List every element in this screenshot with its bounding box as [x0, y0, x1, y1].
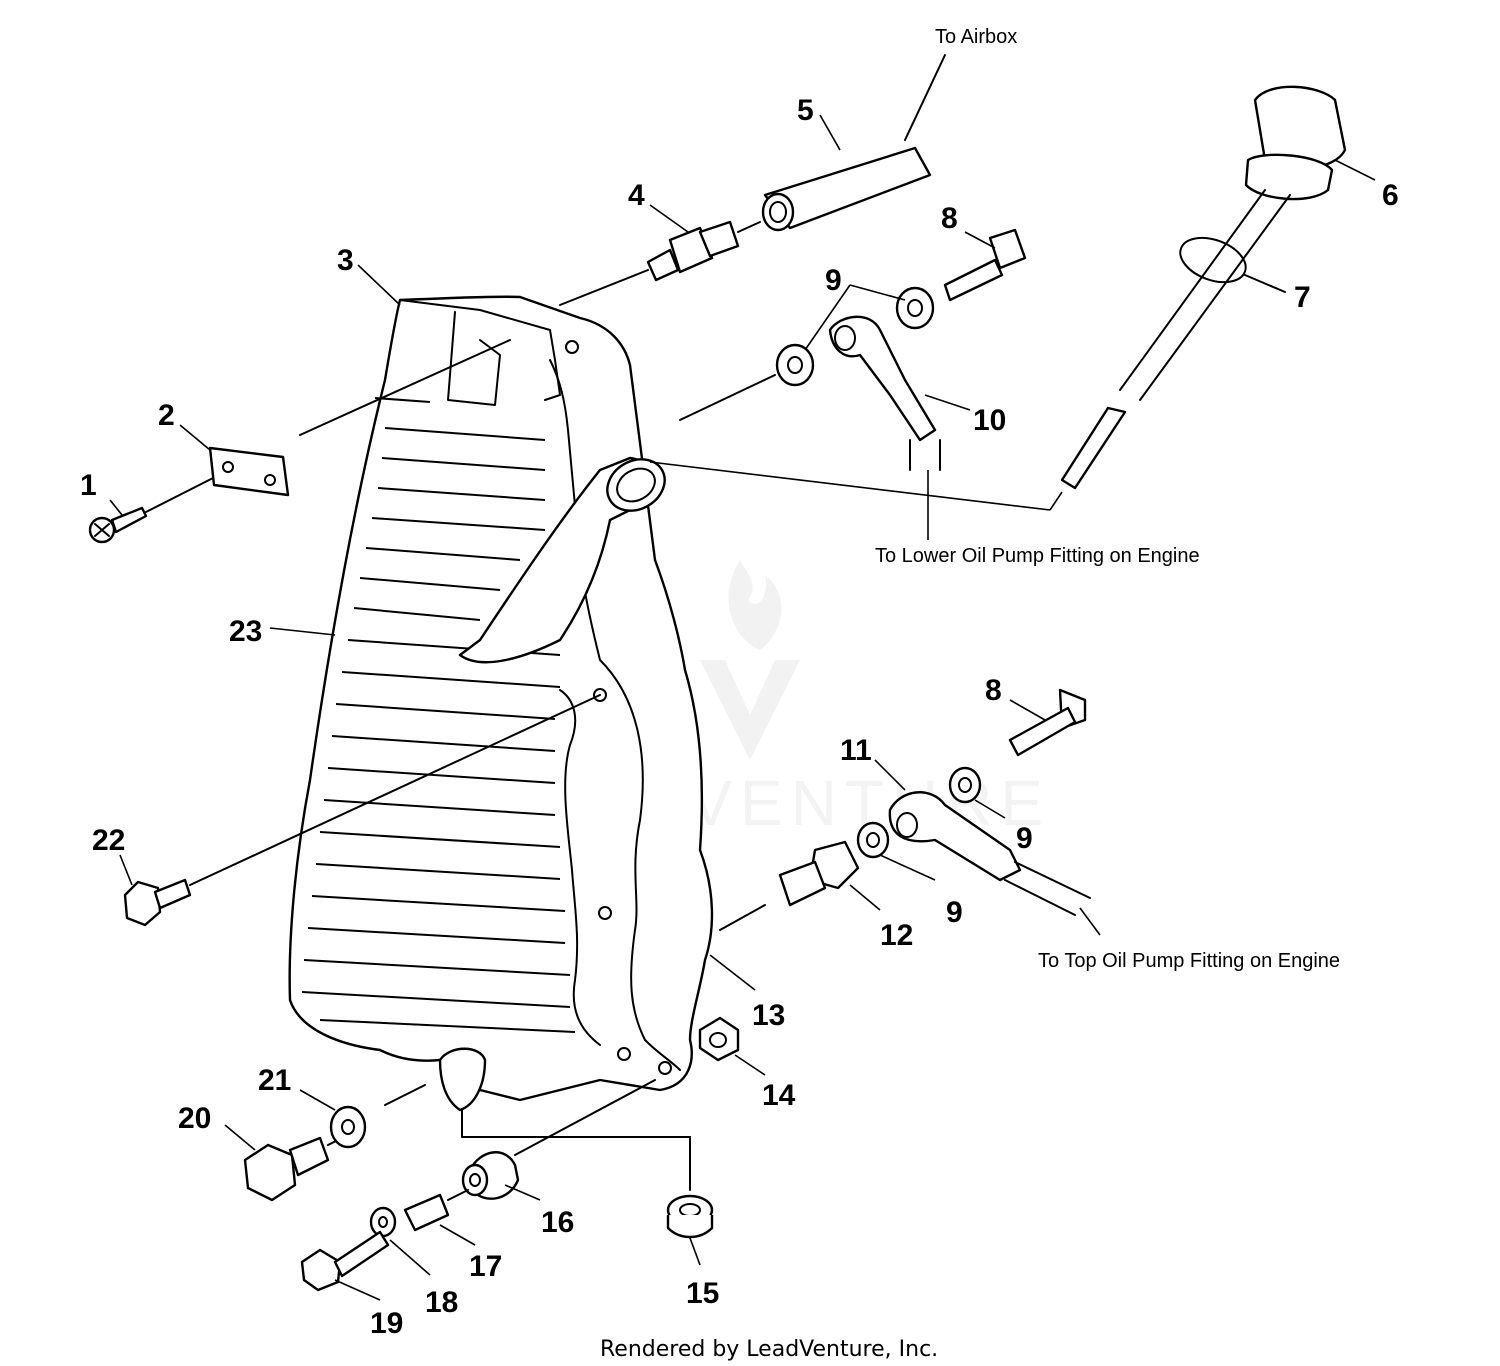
callout-6: 6 [1382, 179, 1399, 212]
banjo-fitting-part-11 [888, 791, 1091, 916]
washer-part-9-b [775, 343, 815, 387]
oil-tank [288, 295, 714, 1112]
callout-14: 14 [762, 1079, 796, 1112]
callout-9-lower-right: 9 [1016, 822, 1033, 855]
callout-17: 17 [469, 1250, 502, 1283]
grommet-part-15 [461, 1109, 714, 1239]
note-to-lower-oil-pump: To Lower Oil Pump Fitting on Engine [875, 545, 1200, 567]
note-to-airbox: To Airbox [935, 26, 1017, 48]
callout-5: 5 [797, 94, 814, 127]
bracket-part-2 [208, 446, 290, 497]
callout-7: 7 [1294, 281, 1311, 314]
filler-neck [458, 456, 666, 664]
callout-12: 12 [880, 919, 913, 952]
bushing-part-16 [461, 1079, 656, 1200]
callout-19: 19 [370, 1307, 403, 1340]
callout-11: 11 [840, 734, 872, 767]
tank-cooling-ribs [301, 397, 576, 1033]
bolt-part-8-lower [1008, 688, 1087, 757]
callout-13: 13 [752, 999, 785, 1032]
bolt-part-22 [123, 694, 601, 927]
washer-part-18 [369, 1206, 397, 1238]
nut-part-14 [698, 1016, 740, 1062]
washer-part-9-c [948, 766, 982, 804]
callout-9-upper: 9 [825, 264, 842, 297]
screw-part-1 [88, 476, 216, 544]
callout-15: 15 [686, 1277, 719, 1310]
washer-part-9-a [895, 286, 935, 330]
bolt-part-19 [300, 1230, 390, 1292]
callout-3: 3 [337, 244, 354, 277]
callout-20: 20 [178, 1102, 211, 1135]
vent-fitting-part-4 [559, 220, 761, 306]
callout-8-lower: 8 [985, 674, 1002, 707]
callout-4: 4 [628, 179, 645, 212]
dipstick-part-6 [1060, 85, 1347, 490]
callout-18: 18 [425, 1286, 458, 1319]
sensor-part-12 [719, 840, 860, 931]
callout-9-lower: 9 [946, 896, 963, 929]
callout-21: 21 [258, 1064, 291, 1097]
note-to-top-oil-pump: To Top Oil Pump Fitting on Engine [1038, 950, 1340, 972]
sleeve-part-17 [403, 1193, 450, 1232]
callout-16: 16 [541, 1206, 574, 1239]
o-ring-part-7 [1179, 236, 1247, 284]
bolt-part-8-upper [943, 228, 1027, 302]
callout-1: 1 [80, 469, 97, 502]
callout-8-upper: 8 [941, 202, 958, 235]
banjo-fitting-part-10 [828, 315, 941, 471]
drain-bolt-part-20 [243, 1136, 339, 1202]
washer-part-21 [329, 1105, 367, 1149]
vent-hose-part-5 [761, 54, 946, 232]
callout-23: 23 [229, 615, 262, 648]
washer-part-9-d [856, 821, 890, 859]
callout-22: 22 [92, 824, 125, 857]
leader-lines [109, 114, 1376, 1301]
footer-credit: Rendered by LeadVenture, Inc. [600, 1337, 938, 1362]
callout-10: 10 [973, 404, 1006, 437]
callout-numbers: 1 2 3 4 5 6 7 8 8 9 9 9 9 10 11 12 13 14… [80, 94, 1399, 1340]
callout-2: 2 [158, 399, 175, 432]
